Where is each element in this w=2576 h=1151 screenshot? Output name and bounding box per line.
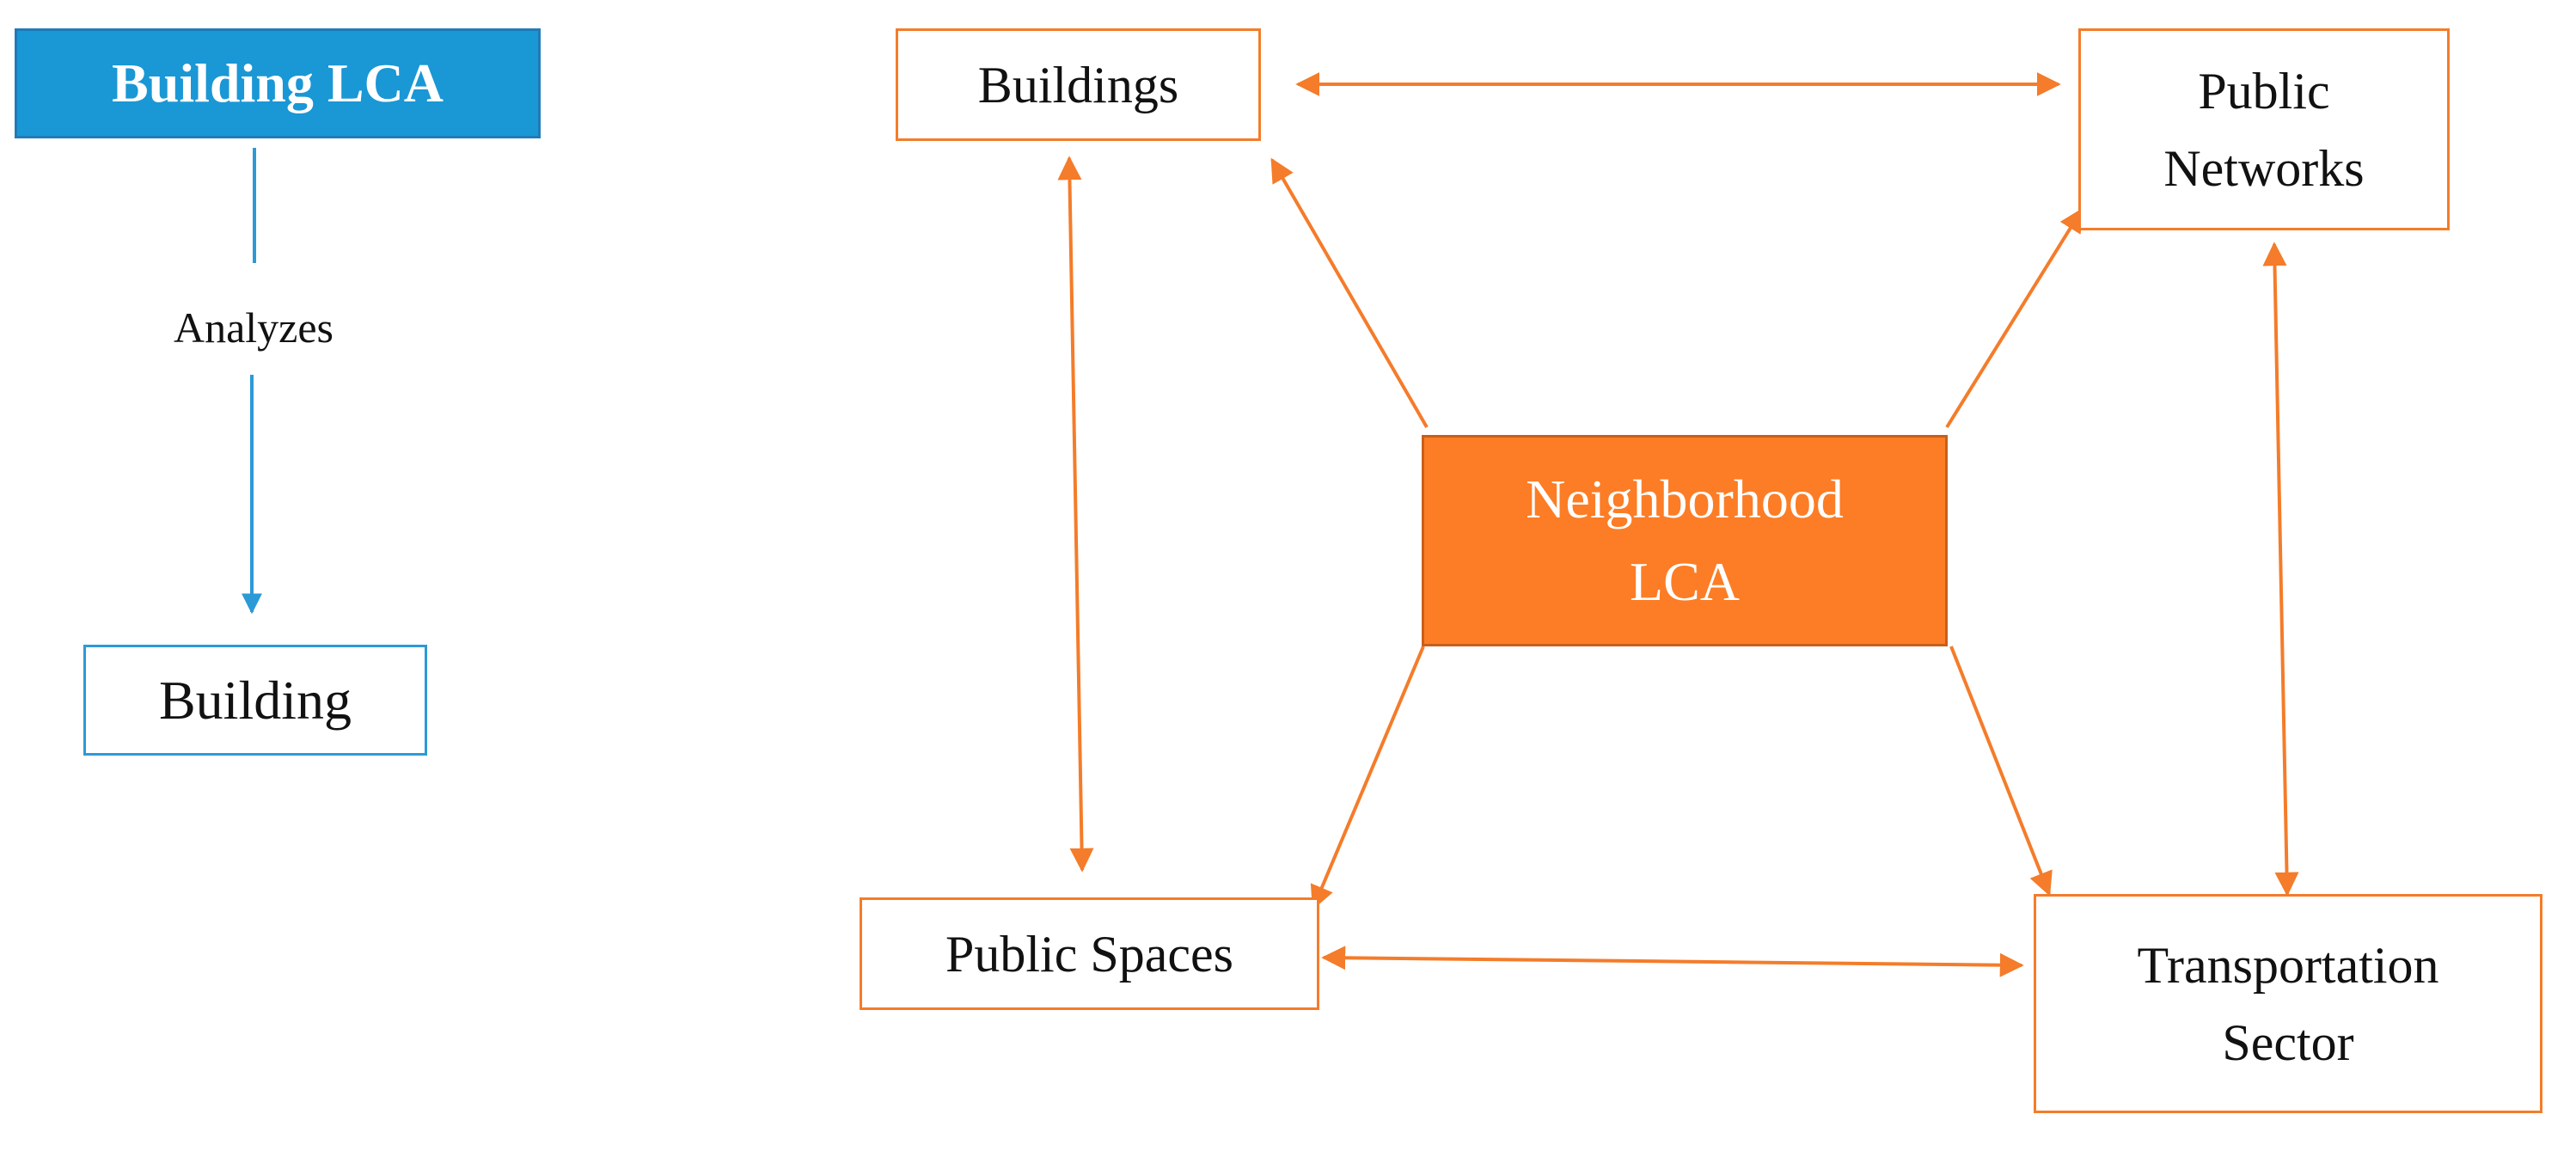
neighborhood-lca-title: Neighborhood LCA [1526,468,1844,612]
building-lca-title: Building LCA [112,52,444,113]
transportation-sector-node: Transportation Sector [2034,894,2542,1113]
public-networks-transportation-connector [2262,242,2299,897]
public-networks-node: Public Networks [2078,28,2450,230]
center-to-transportation-connector [1949,646,2053,897]
buildings-label: Buildings [977,56,1179,113]
center-to-public-spaces-connector [1310,646,1425,910]
building-node: Building [83,645,427,756]
center-to-public-networks-connector [1945,207,2083,429]
public-spaces-transportation-connector [1321,946,2024,977]
public-spaces-node: Public Spaces [860,897,1319,1010]
neighborhood-lca-node: Neighborhood LCA [1422,435,1948,646]
buildings-public-spaces-connector [1057,156,1094,872]
transportation-sector-label: Transportation Sector [2137,936,2439,1071]
analyzes-label: Analyzes [129,303,378,352]
center-to-buildings-connector [1270,157,1429,429]
building-lca-node: Building LCA [15,28,541,138]
public-spaces-label: Public Spaces [945,925,1233,983]
building-label: Building [158,669,352,731]
buildings-node: Buildings [896,28,1261,141]
public-networks-label: Public Networks [2163,62,2365,197]
